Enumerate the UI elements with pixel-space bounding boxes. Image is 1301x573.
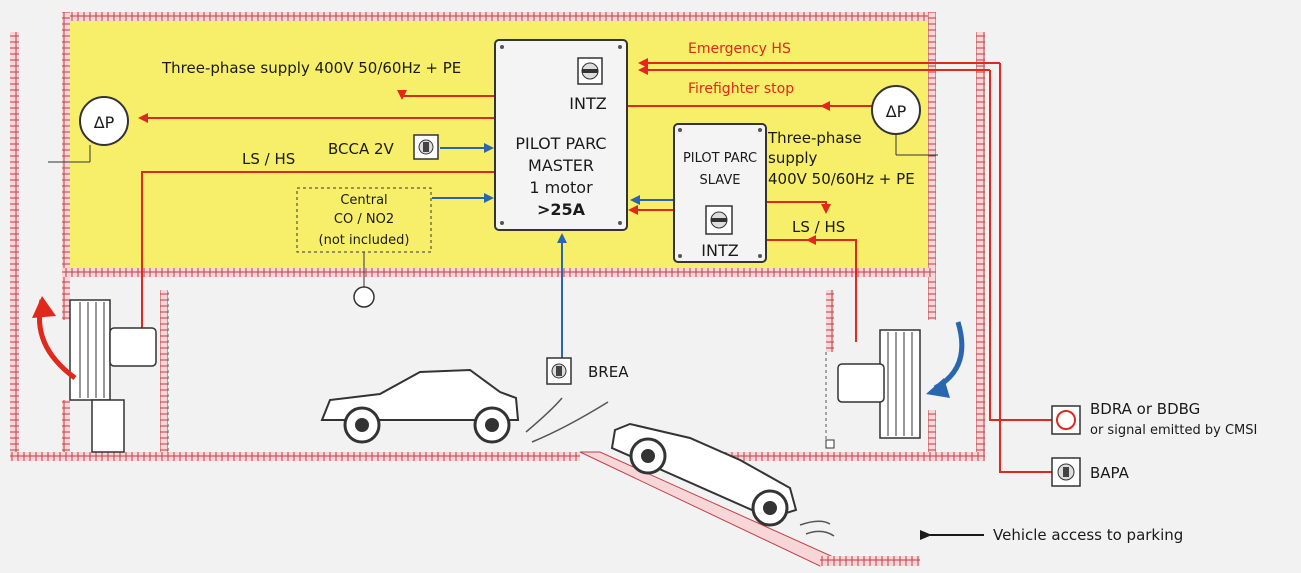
ls-hs-right-label: LS / HS <box>792 218 845 236</box>
central-line3: (not included) <box>319 233 410 248</box>
central-line1: Central <box>340 193 387 208</box>
three-phase-supply-top-label: Three-phase supply 400V 50/60Hz + PE <box>161 59 461 77</box>
delta-p-left-label: ΔP <box>94 113 115 132</box>
fan-left-icon <box>69 299 157 453</box>
vehicle-access-label: Vehicle access to parking <box>993 526 1183 544</box>
slave-title-line1: PILOT PARC <box>683 151 757 166</box>
co-sensor-icon <box>353 286 375 308</box>
airflow-in-arrow <box>933 321 965 391</box>
fan-right-icon <box>837 329 921 439</box>
switch-icon <box>705 205 733 235</box>
bdra-sub-label: or signal emitted by CMSI <box>1090 423 1257 438</box>
master-title-line1: PILOT PARC <box>515 134 606 153</box>
delta-p-right-label: ΔP <box>886 102 907 121</box>
master-intz-label: INTZ <box>569 94 606 113</box>
switch-icon <box>577 57 603 85</box>
three-phase-right-line3: 400V 50/60Hz + PE <box>768 170 915 188</box>
emergency-hs-label: Emergency HS <box>688 41 791 57</box>
alarm-button-icon <box>1051 405 1081 435</box>
central-line2: CO / NO2 <box>334 212 394 227</box>
pilot-parc-master-box <box>494 39 628 231</box>
master-current-rating: >25A <box>537 200 586 219</box>
three-phase-right-line2: supply <box>768 149 818 167</box>
building-walls <box>10 12 985 567</box>
slave-title-line2: SLAVE <box>700 173 741 188</box>
pilot-parc-slave-box <box>673 123 767 263</box>
bcca-label: BCCA 2V <box>328 140 395 158</box>
car-on-ramp-icon <box>610 422 835 537</box>
master-motor-count: 1 motor <box>529 178 593 197</box>
push-button-icon <box>546 357 572 385</box>
brea-label: BREA <box>588 363 629 381</box>
push-button-icon <box>1051 457 1081 487</box>
master-title-line2: MASTER <box>528 156 594 175</box>
slave-intz-label: INTZ <box>701 241 738 260</box>
bdra-label: BDRA or BDBG <box>1090 400 1200 418</box>
power-lines <box>138 58 1052 473</box>
pressure-sensor-left-icon <box>48 96 129 163</box>
pressure-sensor-right-icon <box>871 85 938 156</box>
firefighter-stop-label: Firefighter stop <box>688 81 794 97</box>
push-button-icon <box>413 134 439 160</box>
bapa-label: BAPA <box>1090 464 1130 482</box>
three-phase-right-line1: Three-phase <box>767 129 862 147</box>
signal-lines <box>432 143 674 358</box>
ls-hs-left-label: LS / HS <box>242 150 295 168</box>
car-icon <box>320 368 609 444</box>
